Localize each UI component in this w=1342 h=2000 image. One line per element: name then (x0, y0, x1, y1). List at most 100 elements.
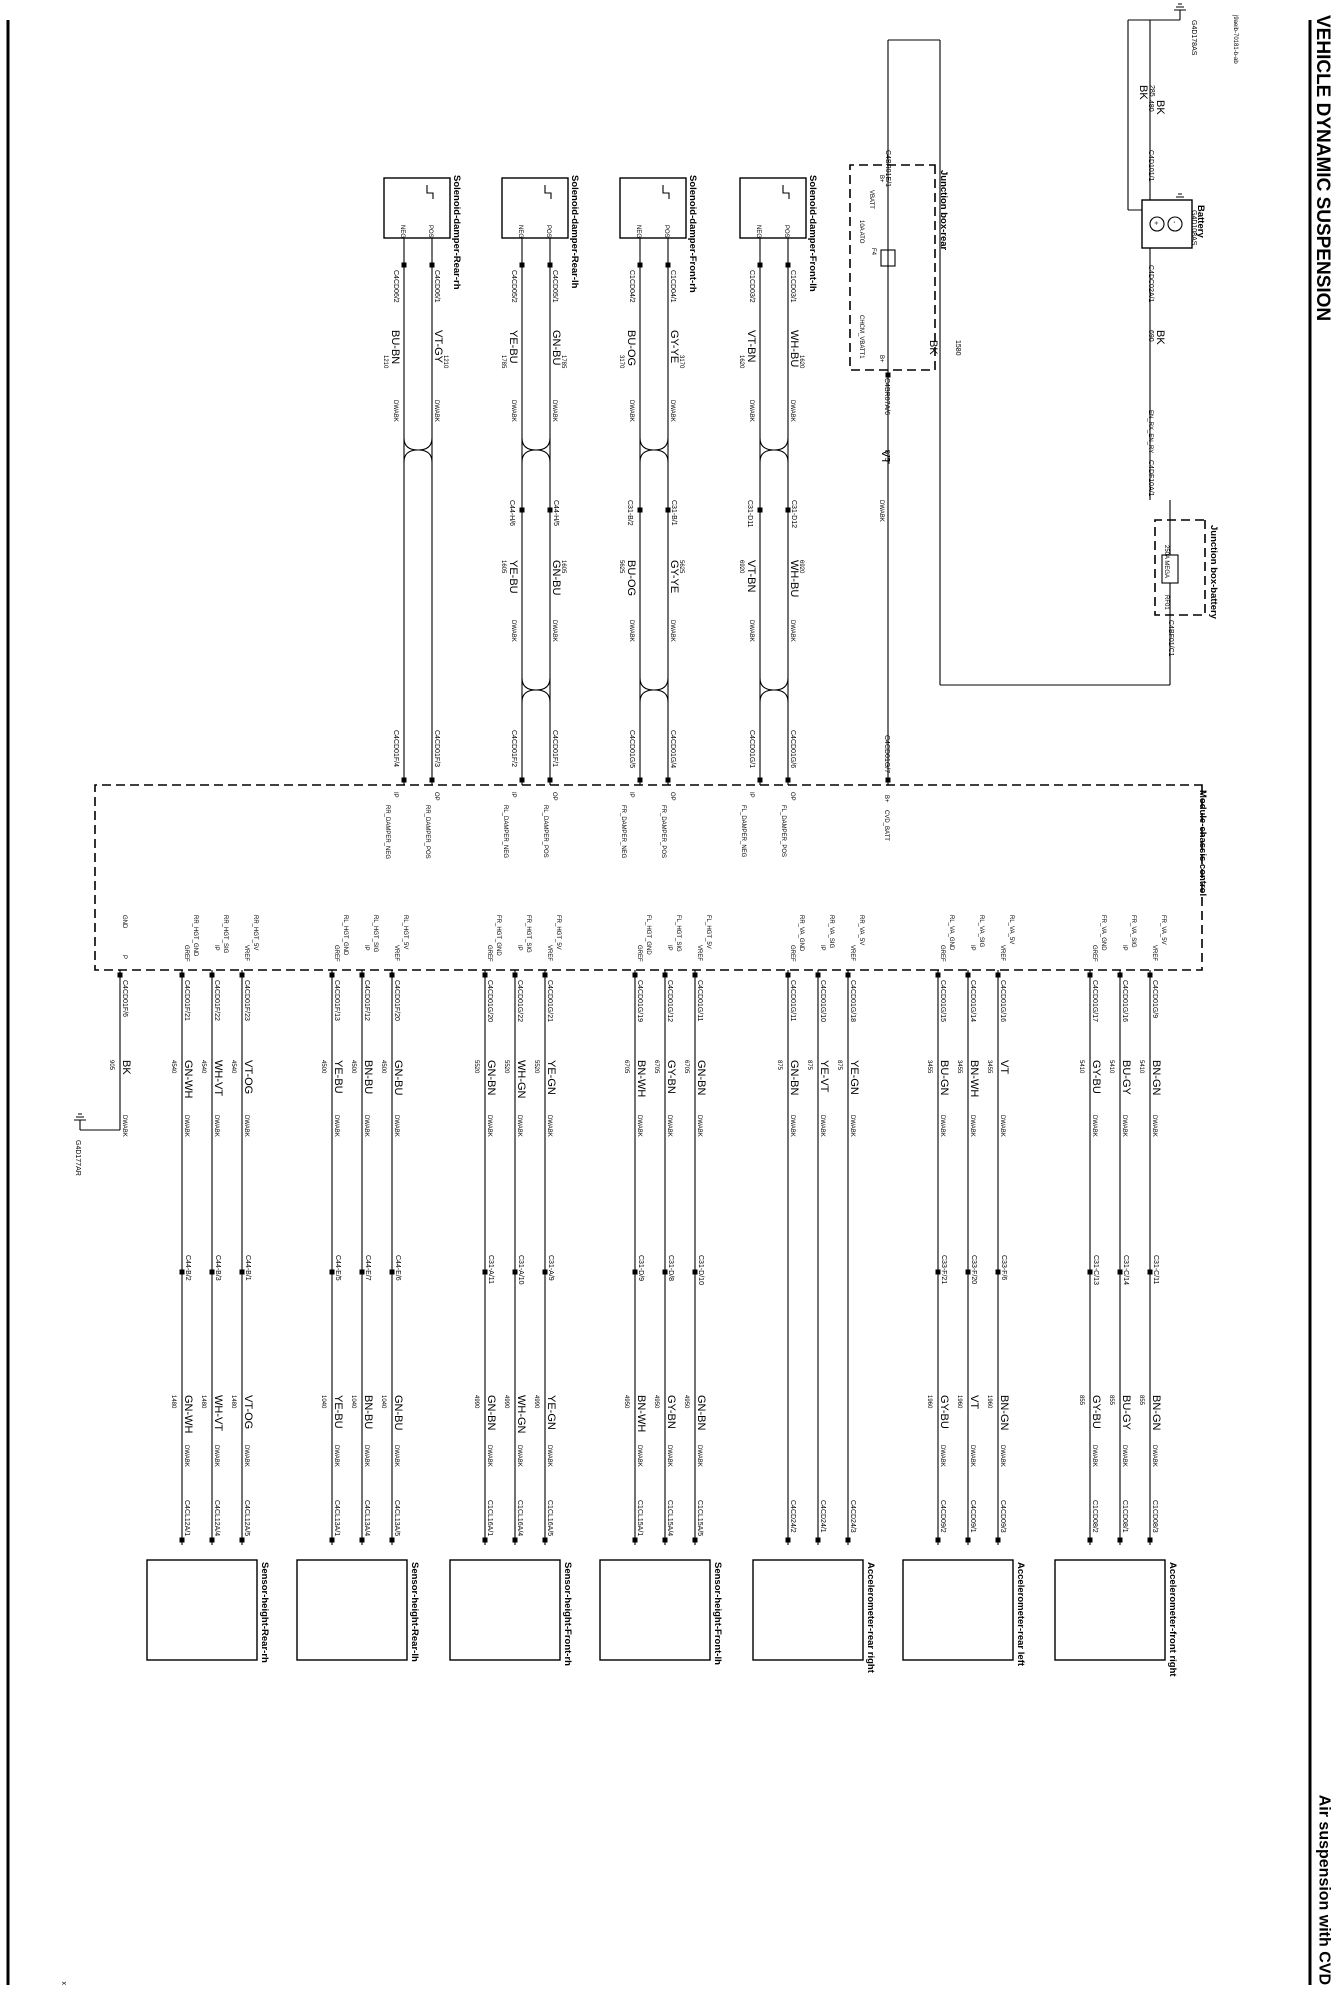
sensor-end-pin-1-0 (995, 1537, 1001, 1543)
sensor-inl-6-2: C44-B/2 (184, 1255, 191, 1281)
sensor-sig-2-1: RR_VA_SIG (828, 915, 834, 949)
damper-ca-2: GN-BU (550, 560, 562, 596)
sensor-num-4-2: 5520 (473, 1060, 479, 1074)
sensor-end-0-1: C1CD08/1 (1121, 1500, 1128, 1533)
sensor-box-6 (146, 1559, 258, 1661)
damper-pin-a-3 (429, 262, 435, 268)
sensor-end-pin-5-2 (329, 1537, 335, 1543)
damper-e1-2: C4CD01F/1 (551, 730, 558, 767)
sensor-end-6-0: C4CL12A/5 (243, 1500, 250, 1536)
damper-s2-2: RL_DAMPER_NEG (502, 805, 508, 858)
damper-pin-a-0 (785, 262, 791, 268)
wire-1580-color: BK (927, 340, 939, 355)
sensor-inline-0-1 (1117, 1269, 1123, 1275)
sensor-inl-1-0: C33-F/6 (1000, 1255, 1007, 1280)
damper-ip-1: IP (628, 792, 634, 798)
damper-spec-b-0: DWABK (748, 400, 754, 422)
battery-wire-pos-color: BK (1154, 330, 1166, 345)
damper-n2-2: 1785 (500, 355, 506, 369)
damper-p1-2: C4CD05/1 (551, 270, 558, 303)
damper-mod-pin-a-0 (785, 777, 791, 783)
sensor-num2-1-2: 1960 (926, 1395, 932, 1409)
sensor-col-2-2: GN-BN (788, 1060, 800, 1096)
cvd-pin: C4CD01G/7 (883, 735, 890, 773)
sensor-mod-6-1: C4CD01F/22 (213, 980, 220, 1021)
cvd-pin-marker (885, 777, 891, 783)
damper-i1-0: C31-D12 (790, 500, 797, 528)
sensor-end-pin-3-2 (632, 1537, 638, 1543)
sensor-col-3-2: BN-WH (635, 1060, 647, 1097)
damper-e1-3: C4CD01F/3 (433, 730, 440, 767)
sensor-col-1-1: BN-WH (968, 1060, 980, 1097)
sensor-mod-3-2: C4CD01G/19 (636, 980, 643, 1022)
sensor-num-5-2: 4500 (320, 1060, 326, 1074)
sensor-mod-pin-2-2 (785, 972, 791, 978)
damper-spec2-a-2: DWABK (551, 620, 557, 642)
sensor-sig-0-1: FR_VA_SIG (1130, 915, 1136, 948)
sensor-inl-1-1: C33-F/20 (970, 1255, 977, 1284)
sensor-inl-4-0: C31-A/9 (547, 1255, 554, 1281)
damper-s1-3: RR_DAMPER_POS (424, 805, 430, 859)
sensor-role-5-1: IP (363, 945, 369, 951)
damper-ip-3: IP (392, 792, 398, 798)
damper-n2-0: 1620 (738, 355, 744, 369)
jb-battery-name: Junction box-battery (1208, 525, 1219, 620)
sensor-mod-5-0: C4CD01F/20 (393, 980, 400, 1021)
damper-twist-3 (403, 437, 433, 463)
jb-rear-bplus-out: B+ (878, 355, 884, 363)
sensor-role-0-1: IP (1121, 945, 1127, 951)
sensor-end-pin-4-0 (542, 1537, 548, 1543)
damper-mod-pin-a-1 (665, 777, 671, 783)
sensor-spec-6-2: DWABK (183, 1115, 189, 1137)
sensor-inl-4-2: C31-A/11 (487, 1255, 494, 1284)
sensor-sig-1-2: RL_VA_GND (948, 915, 954, 951)
sensor-mod-pin-0-0 (1147, 972, 1153, 978)
sensor-col2-6-2: GN-WH (182, 1395, 194, 1434)
damper-op-0: OP (789, 792, 795, 801)
sensor-spec-2-2: DWABK (789, 1115, 795, 1137)
sensor-sig-6-2: RR_HGT_GND (192, 915, 198, 957)
wire-875-num: 875 (883, 450, 890, 462)
damper-mod-pin-b-2 (519, 777, 525, 783)
damper-mod-pin-a-3 (429, 777, 435, 783)
sensor-inline-3-2 (632, 1269, 638, 1275)
sensor-num2-4-2: 4990 (473, 1395, 479, 1409)
sensor-inl-3-2: C31-D/9 (637, 1255, 644, 1281)
damper-c2-2: YE-BU (507, 330, 519, 364)
jb-rear-rating: 10A ATO (858, 220, 864, 244)
sensor-end-1-2: C4CD09/2 (939, 1500, 946, 1533)
ground-wire-ground: G4D177AR (74, 1140, 81, 1176)
damper-inline-b-0 (757, 507, 763, 513)
damper-n1-0: 1620 (798, 355, 804, 369)
sensor-end-6-1: C4CL12A/4 (213, 1500, 220, 1536)
sensor-col2-5-0: GN-BU (392, 1395, 404, 1431)
sensor-mod-2-2: C4CD01G/11 (789, 980, 796, 1022)
jb-battery-pin-out-name: RF01 (1163, 595, 1169, 610)
damper-ca-0: WH-BU (788, 560, 800, 597)
sensor-sig-4-2: FR_HGT_GND (495, 915, 501, 956)
sensor-col-4-1: WH-GN (515, 1060, 527, 1099)
sensor-end-3-0: C1CL15A/5 (696, 1500, 703, 1536)
sensor-num2-6-2: 1480 (170, 1395, 176, 1409)
damper-spec2-a-1: DWABK (669, 620, 675, 642)
damper-spec2-b-2: DWABK (510, 620, 516, 642)
sensor-inline-4-1 (512, 1269, 518, 1275)
damper-name-2: Solenoid-damper-Rear-lh (569, 175, 580, 289)
sensor-end-4-2: C1CL16A/1 (486, 1500, 493, 1536)
sensor-end-2-0: C4CD24/3 (849, 1500, 856, 1533)
damper-box-1 (619, 177, 687, 239)
sensor-mod-pin-0-2 (1087, 972, 1093, 978)
sensor-mod-pin-4-1 (512, 972, 518, 978)
damper-p2-1: C1CD04/2 (628, 270, 635, 303)
sensor-mod-3-0: C4CD01G/11 (696, 980, 703, 1022)
sensor-name-4: Sensor-height-Front-rh (562, 1562, 573, 1666)
sensor-mod-5-2: C4CD01F/13 (333, 980, 340, 1021)
damper-spec2-b-1: DWABK (628, 620, 634, 642)
ground-wire-color: BK (1137, 85, 1149, 100)
sensor-spec2-5-0: DWABK (393, 1445, 399, 1467)
sensor-col-6-1: WH-VT (212, 1060, 224, 1096)
sensor-col-0-2: GY-BU (1090, 1060, 1102, 1094)
sensor-col-2-1: YE-VT (818, 1060, 830, 1093)
sensor-col-0-1: BU-GY (1120, 1060, 1132, 1096)
sensor-num-4-0: 5520 (533, 1060, 539, 1074)
